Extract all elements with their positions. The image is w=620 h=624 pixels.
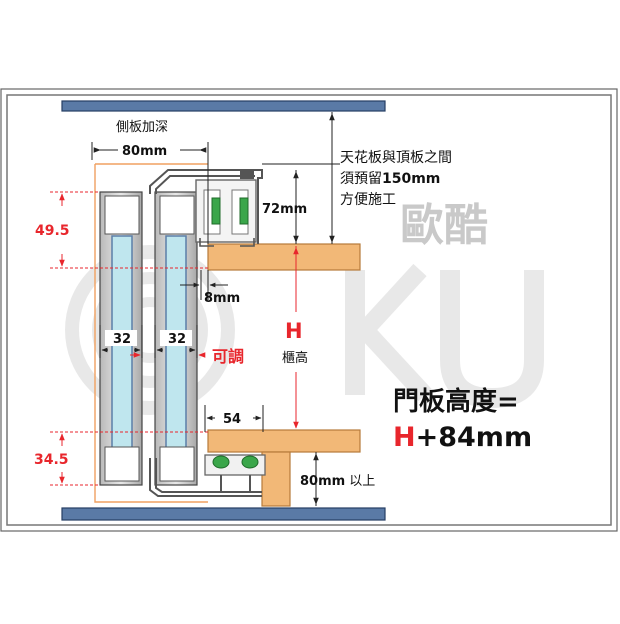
watermark-text: 歐酷	[400, 200, 488, 251]
top-wood-shelf	[207, 243, 361, 271]
dim-left-top	[50, 191, 208, 269]
top-track-height: 72mm	[262, 202, 307, 217]
panel-width-right: 32	[168, 332, 186, 347]
watermark-logo	[65, 245, 544, 415]
adjustable-label: 可調	[212, 347, 244, 366]
ceiling-note-line2: 須預留150mm	[340, 171, 440, 187]
bottom-wheel-right	[241, 455, 259, 469]
dim-left-bottom	[50, 431, 208, 486]
top-wheel-left	[211, 197, 221, 225]
side-depth-label: 側板加深	[116, 120, 168, 135]
side-panel-outline	[94, 163, 208, 503]
bottom-track-width: 54	[223, 412, 241, 427]
dim-gap-8mm	[180, 270, 228, 300]
dim-panel-widths	[99, 325, 198, 358]
ceiling-bar	[61, 100, 386, 112]
floor-bar	[61, 507, 386, 521]
top-wheel-right	[239, 197, 249, 225]
bottom-wheel-left	[212, 455, 230, 469]
side-depth-value: 80mm	[122, 144, 167, 159]
dim-ceiling-gap	[262, 112, 340, 244]
ceiling-note-line1: 天花板與頂板之間	[340, 150, 452, 166]
bottom-wood-shelf	[207, 429, 361, 453]
dim-bottom-track	[204, 405, 264, 432]
top-gap-mm: 8mm	[204, 291, 240, 306]
left-bottom-dim: 34.5	[34, 452, 69, 468]
formula-rest: +84mm	[416, 422, 532, 453]
panel-width-left-bg	[105, 330, 137, 346]
formula-value: H+84mm	[393, 422, 532, 453]
left-top-dim: 49.5	[35, 223, 70, 239]
dim-side-depth	[91, 142, 209, 244]
plinth-block	[261, 451, 291, 507]
panel-width-left: 32	[113, 332, 131, 347]
formula-title: 門板高度=	[393, 386, 519, 417]
h-letter: H	[285, 319, 303, 343]
ceiling-note-line3: 方便施工	[340, 192, 396, 208]
panel-width-right-bg	[160, 330, 192, 346]
top-screw	[240, 170, 254, 179]
cabinet-height-label: 櫃高	[282, 350, 308, 366]
